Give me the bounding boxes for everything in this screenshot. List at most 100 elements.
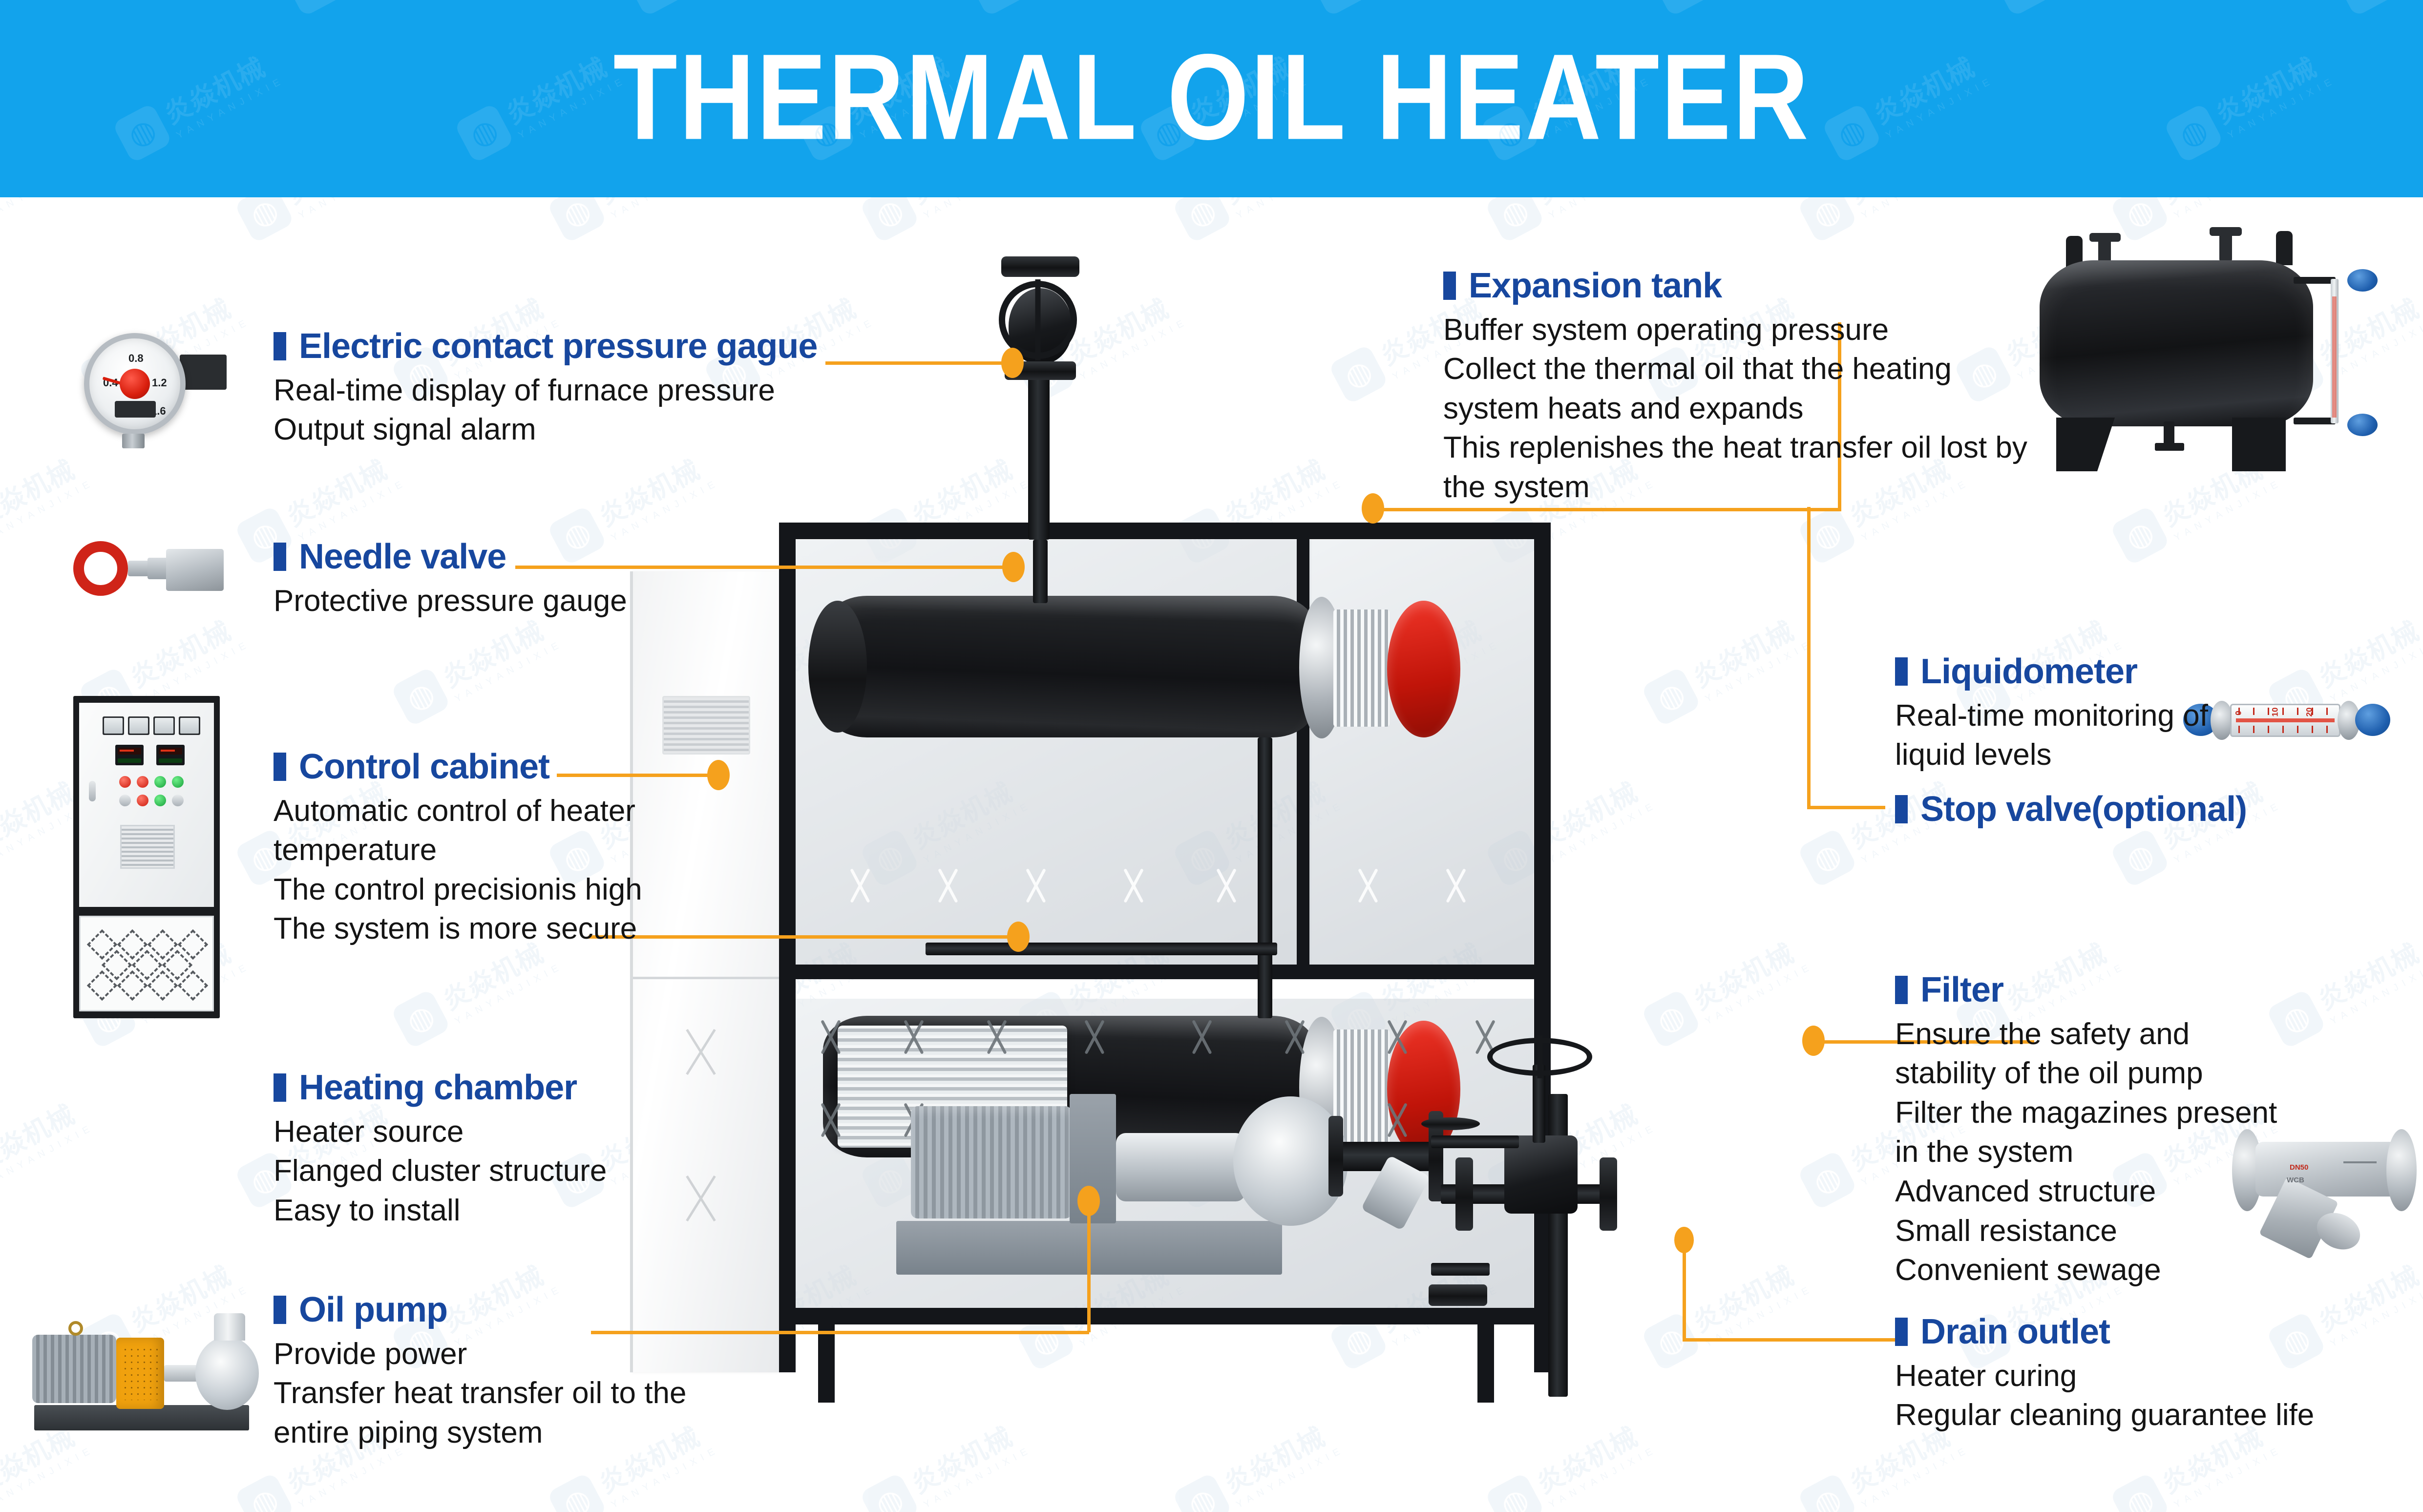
dot-control-cabinet [707, 760, 730, 790]
callout-body: Real-time monitoring of liquid levels [1895, 696, 2208, 775]
cabinet-upper-door [79, 703, 214, 907]
lead-oil-pump-h [591, 1331, 1089, 1334]
butterfly-valve-handwheel[interactable] [999, 281, 1077, 359]
lead-drain-h [1683, 1338, 1905, 1342]
gate-valve-handwheel[interactable] [1487, 1038, 1592, 1076]
sight-glass-upper-arm [2294, 277, 2336, 284]
thermal-oil-heater-illustration [630, 256, 1714, 1403]
frame-x-mark [1013, 864, 1058, 907]
thumb-needle-valve [73, 532, 230, 606]
pid-controller [115, 745, 144, 765]
callout-title-row: Liquidometer [1895, 653, 2208, 691]
expansion-tank-shell [2040, 260, 2313, 426]
pid-controller [156, 745, 185, 765]
frame-bar-middle [779, 965, 1551, 979]
frame-bar-bottom [779, 1308, 1551, 1324]
callout-title: Filter [1920, 970, 2004, 1009]
callout-title: Stop valve(optional) [1920, 790, 2247, 829]
lead-heating-chamber [589, 935, 1018, 939]
gauge-terminal-block [180, 355, 227, 390]
dot-drain-outlet [1674, 1227, 1694, 1253]
callout-line: in the system [1895, 1135, 2074, 1169]
dot-needle-valve [1002, 552, 1025, 582]
lead-needle-valve [515, 566, 1013, 569]
tank-valve-handwheel-lower[interactable] [2347, 414, 2378, 436]
gauge-contact-assembly [115, 401, 156, 418]
callout-line: Easy to install [274, 1193, 461, 1227]
tank-top-nozzle-flange [2089, 233, 2121, 242]
needle-valve-stem-nut [128, 561, 149, 576]
needle-valve-body [166, 549, 224, 591]
callout-line: temperature [274, 833, 437, 867]
needle-valve-handwheel[interactable] [73, 541, 128, 596]
liquidometer-valve-right[interactable] [2355, 704, 2390, 736]
frame-foot-left [818, 1324, 835, 1403]
callout-oil-pump: Oil pump Provide power Transfer heat tra… [274, 1291, 686, 1453]
frame-x-mark [1346, 864, 1391, 907]
selector-switch[interactable] [172, 795, 184, 806]
frame-bar-top [779, 523, 1551, 539]
callout-line: system heats and expands [1443, 391, 1804, 425]
callout-drain-outlet: Drain outlet Heater curing Regular clean… [1895, 1312, 2314, 1435]
callout-title: Control cabinet [299, 747, 550, 786]
vessel-upper-endcap [808, 601, 867, 733]
callout-stop-valve: Stop valve(optional) [1895, 791, 2247, 834]
pump-motor [911, 1106, 1072, 1218]
callout-line: Provide power [274, 1337, 467, 1371]
callout-line: Protective pressure gauge [274, 584, 627, 618]
machine-control-cabinet [630, 571, 779, 1372]
tank-valve-handwheel-upper[interactable] [2347, 269, 2378, 292]
thumb-control-cabinet [73, 696, 220, 1018]
thumb-y-strainer: DN50 WCB [2232, 1118, 2423, 1289]
callout-line: entire piping system [274, 1415, 543, 1449]
panel-meter [153, 716, 175, 735]
pump-shaft-housing [1116, 1133, 1245, 1201]
cabinet-door-handle[interactable] [89, 781, 96, 801]
thumb-liquidometer: 0 10 20 [2183, 691, 2393, 750]
frame-x-mark [1204, 864, 1249, 907]
gate-valve-body [1504, 1135, 1578, 1214]
needle-valve-bonnet [147, 558, 168, 579]
tank-top-nozzle [2219, 232, 2232, 261]
internal-pipe-cross [926, 943, 1277, 955]
branch-blind-flange [1421, 1117, 1480, 1130]
callout-body: Provide power Transfer heat transfer oil… [274, 1335, 686, 1453]
selector-switch[interactable] [137, 795, 148, 806]
selector-switch[interactable] [119, 795, 131, 806]
internal-pipe-riser [1033, 540, 1048, 603]
lower-x-mark [974, 1016, 1019, 1059]
callout-line: This replenishes the heat transfer oil l… [1443, 431, 2027, 465]
pipe-flange-b [1600, 1157, 1617, 1231]
callout-body: Heater curing Regular cleaning guarantee… [1895, 1357, 2314, 1435]
lead-control-cabinet [557, 774, 718, 777]
callout-marker-bar [274, 753, 286, 781]
thumb-pressure-gauge: 0.4 0.8 1.2 1.6 [73, 322, 259, 449]
lead-pressure-gauge [825, 361, 1011, 365]
lower-x-mark [808, 1016, 853, 1059]
callout-title-row: Oil pump [274, 1291, 686, 1329]
callout-title-row: Drain outlet [1895, 1312, 2314, 1351]
tank-support-leg [2232, 418, 2286, 471]
callout-title: Drain outlet [1920, 1312, 2110, 1351]
lower-x-mark [1375, 1099, 1420, 1142]
callout-body: Protective pressure gauge [274, 582, 627, 621]
gauge-set-knob[interactable] [120, 369, 150, 399]
callout-title-row: Needle valve [274, 538, 627, 576]
callout-title-row: Electric contact pressure gague [274, 328, 818, 365]
heating-chamber-upper-vessel [823, 596, 1316, 737]
callout-line: Heater curing [1895, 1359, 2077, 1393]
strainer-body [2255, 1142, 2397, 1197]
machine-steel-frame [779, 256, 1551, 1403]
selector-switch[interactable] [154, 795, 166, 806]
gauge-dial: 0.4 0.8 1.2 1.6 [84, 333, 186, 435]
cabinet-x-mark [674, 1026, 727, 1078]
callout-line: The control precisionis high [274, 872, 642, 906]
thumb-oil-pump [20, 1292, 274, 1453]
lead-drain-v [1683, 1240, 1686, 1341]
indicator-lamp-red [137, 776, 148, 788]
dot-filter [1802, 1026, 1825, 1056]
pipe-flange-a [1455, 1157, 1473, 1231]
panel-meter [128, 716, 149, 735]
oil-pump-baseplate [34, 1405, 249, 1430]
indicator-lamp-green [154, 776, 166, 788]
